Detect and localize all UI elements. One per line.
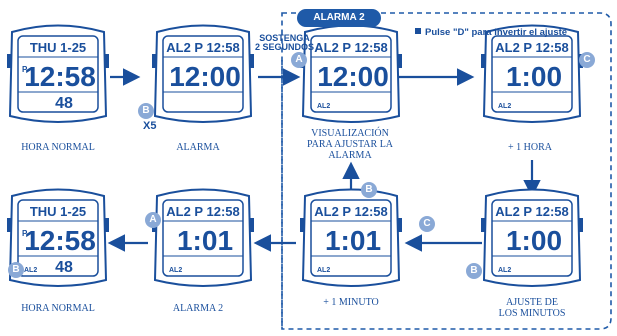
watch-main-digits: 1:00 (506, 61, 562, 92)
button-c-icon: C (419, 216, 435, 232)
caption-w7: ALARMA 2 (150, 303, 246, 314)
watch-screen (491, 199, 573, 277)
watch-top-line: AL2 P 12:58 (495, 40, 568, 55)
button-c-icon: C (579, 52, 595, 68)
side-button-icon (250, 218, 254, 232)
button-b-icon: B (361, 182, 377, 198)
watch-top-line: THU 1-25 (30, 40, 86, 55)
watch-face: AL2 P 12:58 12:00 (152, 24, 254, 123)
watch-screen (310, 35, 392, 113)
pm-indicator: P (22, 229, 28, 238)
caption-line: PARA AJUSTAR LA (306, 139, 394, 150)
watch-top-line: AL2 P 12:58 (166, 204, 239, 219)
side-button-icon (250, 54, 254, 68)
button-a-icon: A (145, 212, 161, 228)
caption-line: ALARMA (328, 150, 372, 161)
button-b-icon: B (8, 262, 24, 278)
watch-top-line: AL2 P 12:58 (495, 204, 568, 219)
watch-top-line: AL2 P 12:58 (314, 204, 387, 219)
side-button-icon (105, 218, 109, 232)
caption-line: VISUALIZACIÓN (311, 128, 389, 139)
side-button-icon (398, 218, 402, 232)
pm-indicator: P (22, 65, 28, 74)
watch-top-line: THU 1-25 (30, 204, 86, 219)
caption-w6: + 1 MINUTO (303, 297, 399, 308)
alarm-badge: AL2 (317, 103, 330, 110)
caption-line: HORA NORMAL (21, 142, 95, 153)
side-button-icon (398, 54, 402, 68)
hint-text: Pulse "D" para invertir el ajuste (425, 27, 568, 38)
caption-w2: ALARMA (150, 142, 246, 153)
alarm2-section-title: ALARMA 2 (297, 9, 381, 27)
watch-face: THU 1-25 12:58P 48 AL2 (7, 188, 109, 287)
button-b-icon: B (138, 103, 154, 119)
watch-main-digits: 12:58 (24, 225, 96, 256)
side-button-icon (481, 54, 485, 68)
side-button-icon (579, 218, 583, 232)
caption-w4: + 1 HORA (482, 142, 578, 153)
caption-line: + 1 HORA (508, 142, 552, 153)
side-button-icon (300, 218, 304, 232)
watch-main-digits: 1:00 (506, 225, 562, 256)
watch-main-digits: 1:01 (177, 225, 233, 256)
watch-screen (17, 35, 99, 113)
watch-main-digits: 12:00 (169, 61, 241, 92)
watch-main-digits: 12:00 (317, 61, 389, 92)
hint-bullet-icon (415, 28, 421, 34)
side-button-icon (7, 218, 11, 232)
caption-line: AJUSTE DE (506, 297, 558, 308)
side-button-icon (105, 54, 109, 68)
caption-line: LOS MINUTOS (498, 308, 566, 319)
button-b-icon: B (466, 263, 482, 279)
watch-main-digits: 1:01 (325, 225, 381, 256)
watch-screen (162, 35, 244, 113)
caption-w1: HORA NORMAL (10, 142, 106, 153)
alarm-badge: AL2 (169, 267, 182, 274)
watch-screen (162, 199, 244, 277)
caption-line: + 1 MINUTO (323, 297, 379, 308)
side-button-icon (152, 54, 156, 68)
watch-top-line: AL2 P 12:58 (314, 40, 387, 55)
watch-main-digits: 12:58 (24, 61, 96, 92)
watch-seconds: 48 (55, 259, 73, 276)
button-a-icon: A (291, 52, 307, 68)
alarm-badge: AL2 (498, 103, 511, 110)
caption-w8: HORA NORMAL (10, 303, 106, 314)
press-multiplier: X5 (143, 120, 157, 132)
alarm-badge: AL2 (498, 267, 511, 274)
watch-top-line: AL2 P 12:58 (166, 40, 239, 55)
hold-line-1: SOSTENGA (259, 33, 310, 43)
alarm-badge: AL2 (317, 267, 330, 274)
side-button-icon (7, 54, 11, 68)
caption-line: ALARMA (176, 142, 220, 153)
watch-seconds: 48 (55, 95, 73, 112)
reverse-adjust-hint: Pulse "D" para invertir el ajuste (415, 27, 567, 38)
watch-face: THU 1-25 12:58P 48 (7, 24, 109, 123)
watch-screen (310, 199, 392, 277)
hold-line-2: 2 SEGUNDOS (255, 42, 315, 52)
side-button-icon (481, 218, 485, 232)
alarm-badge: AL2 (24, 267, 37, 274)
caption-line: HORA NORMAL (21, 303, 95, 314)
caption-line: ALARMA 2 (172, 303, 224, 314)
watch-screen (491, 35, 573, 113)
watch-screen (17, 199, 99, 277)
